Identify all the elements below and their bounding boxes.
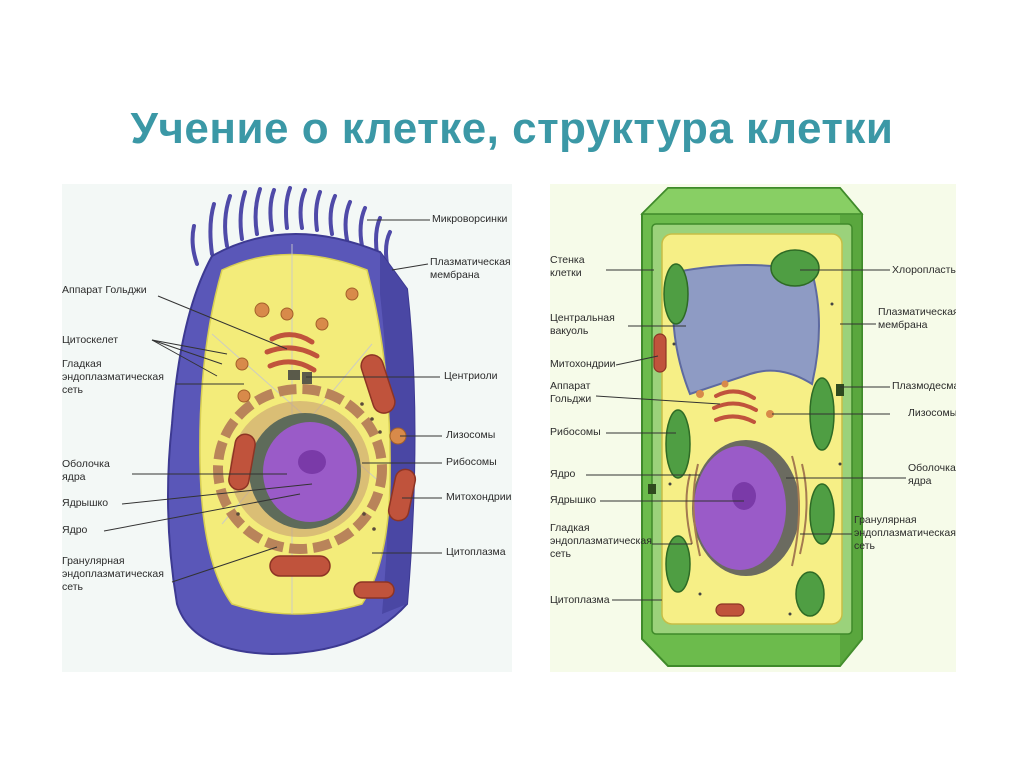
plant-cell-figure: Стенка клетки Хлоропласты Центральная ва… [550, 184, 956, 672]
label-rough-er: Гранулярная эндоплазматическая сеть [62, 555, 164, 593]
label-plant-golgi: Аппарат Гольджи [550, 380, 592, 405]
label-plant-ribosomes: Рибосомы [550, 426, 601, 438]
label-plasmodesma: Плазмодесма [892, 380, 956, 392]
plant-plasmodesma [648, 384, 844, 494]
label-plasma-membrane: Плазматическая мембрана [430, 256, 511, 281]
label-nucleus: Ядро [62, 524, 88, 536]
animal-nucleolus [298, 450, 326, 474]
label-chloroplasts: Хлоропласты [892, 264, 956, 276]
label-plant-cytoplasm: Цитоплазма [550, 594, 610, 606]
plant-cell-diagram [586, 187, 906, 667]
plant-lysosomes [696, 380, 774, 418]
plant-chloroplasts [663, 249, 835, 617]
animal-golgi [264, 332, 320, 373]
label-plant-rough-er: Гранулярная эндоплазматическая сеть [854, 514, 956, 552]
animal-cell-figure: Микроворсинки Плазматическая мембрана Ап… [62, 184, 512, 672]
label-plant-nucleolus: Ядрышко [550, 494, 597, 506]
label-ribosomes: Рибосомы [446, 456, 497, 468]
plant-mitochondria [653, 333, 745, 617]
label-cytoplasm: Цитоплазма [446, 546, 506, 558]
label-smooth-er: Гладкая эндоплазматическая сеть [62, 358, 164, 396]
slide-title: Учение о клетке, структура клетки [130, 104, 894, 153]
label-lysosomes: Лизосомы [446, 429, 496, 441]
label-plant-plasma-membrane: Плазматическая мембрана [878, 306, 956, 331]
label-plant-smooth-er: Гладкая эндоплазматическая сеть [550, 522, 652, 560]
plant-ribosomes [668, 302, 842, 616]
label-plant-mitochondria: Митохондрии [550, 358, 616, 370]
label-microvilli: Микроворсинки [432, 213, 508, 225]
label-mitochondria: Митохондрии [446, 491, 512, 503]
animal-cell-diagram [103, 186, 442, 656]
label-nucleolus: Ядрышко [62, 497, 109, 509]
label-cytoskeleton: Цитоскелет [62, 334, 119, 346]
plant-golgi [712, 389, 758, 424]
animal-mitochondria [228, 354, 417, 599]
animal-rough-er [213, 384, 387, 554]
label-golgi: Аппарат Гольджи [62, 284, 147, 296]
animal-lysosomes [235, 287, 407, 445]
label-central-vacuole: Центральная вакуоль [550, 312, 615, 337]
plant-nucleolus [732, 482, 756, 510]
label-nuclear-envelope: Оболочка ядра [62, 458, 110, 483]
animal-centrioles [288, 370, 312, 384]
label-centrioles: Центриоли [444, 370, 498, 382]
label-plant-lysosomes: Лизосомы [908, 407, 956, 419]
animal-ribosomes [236, 402, 382, 531]
label-plant-nucleus: Ядро [550, 468, 576, 480]
plant-rough-er [685, 455, 808, 567]
label-plant-nuclear-envelope: Оболочка ядра [908, 462, 956, 487]
label-cell-wall: Стенка клетки [550, 254, 585, 279]
